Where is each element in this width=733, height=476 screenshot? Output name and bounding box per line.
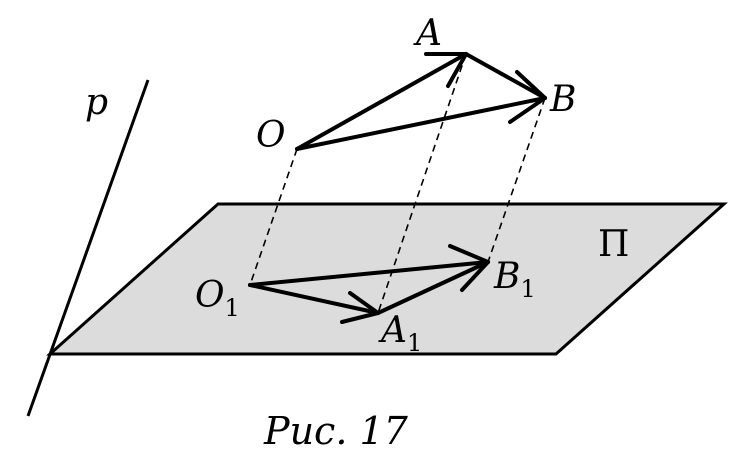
projection-line-b bbox=[487, 97, 546, 263]
vector-ob bbox=[295, 96, 547, 151]
vector-a1b1 bbox=[376, 260, 490, 315]
label-b: B bbox=[549, 79, 576, 120]
vector-oa bbox=[295, 52, 468, 151]
line-p bbox=[26, 79, 150, 417]
label-a1-main: A bbox=[378, 310, 407, 351]
figure-caption: Рис. 17 bbox=[263, 409, 409, 453]
label-b1: B1 bbox=[493, 256, 536, 303]
arrowhead-b1 bbox=[448, 244, 490, 292]
vector-ab bbox=[464, 52, 547, 100]
label-p: p bbox=[85, 82, 108, 123]
label-a1: A1 bbox=[378, 310, 422, 357]
vector-o1a1 bbox=[248, 283, 380, 315]
label-a: A bbox=[413, 13, 442, 54]
arrowhead-b bbox=[508, 70, 547, 124]
label-o: O bbox=[256, 115, 286, 156]
label-o1-main: O bbox=[195, 275, 225, 316]
vector-o1b1 bbox=[248, 260, 490, 287]
label-b1-main: B bbox=[493, 256, 520, 297]
label-b1-sub: 1 bbox=[520, 275, 535, 303]
label-plane: Π bbox=[598, 224, 629, 265]
projection-line-a bbox=[377, 53, 467, 314]
label-o1-sub: 1 bbox=[225, 294, 240, 322]
label-a1-sub: 1 bbox=[407, 329, 422, 357]
label-o1: O1 bbox=[195, 275, 240, 322]
plane-pi bbox=[46, 202, 728, 356]
